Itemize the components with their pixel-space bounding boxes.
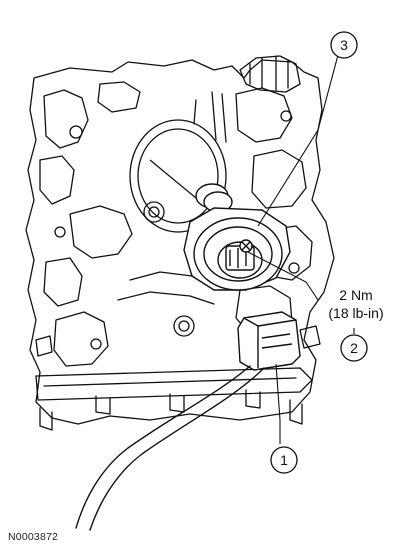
wiring-harness: [75, 365, 265, 531]
sensor-assembly: [183, 183, 291, 291]
sensor-bore-leader: [149, 159, 197, 199]
callout-leaders: [247, 54, 355, 444]
callout-1-label: 1: [280, 452, 288, 468]
torque-spec: 2 Nm (18 lb-in): [328, 287, 383, 321]
callout-2-label: 2: [350, 340, 358, 356]
electrical-connector: [237, 311, 301, 371]
callout-2: 2: [340, 334, 368, 362]
callout-1: 1: [270, 446, 298, 474]
callout-3: 3: [330, 31, 358, 59]
torque-metric: 2 Nm: [339, 287, 372, 303]
figure-reference-id: N0003872: [8, 531, 59, 543]
callout-3-label: 3: [340, 37, 348, 53]
torque-imperial: (18 lb-in): [328, 305, 383, 321]
